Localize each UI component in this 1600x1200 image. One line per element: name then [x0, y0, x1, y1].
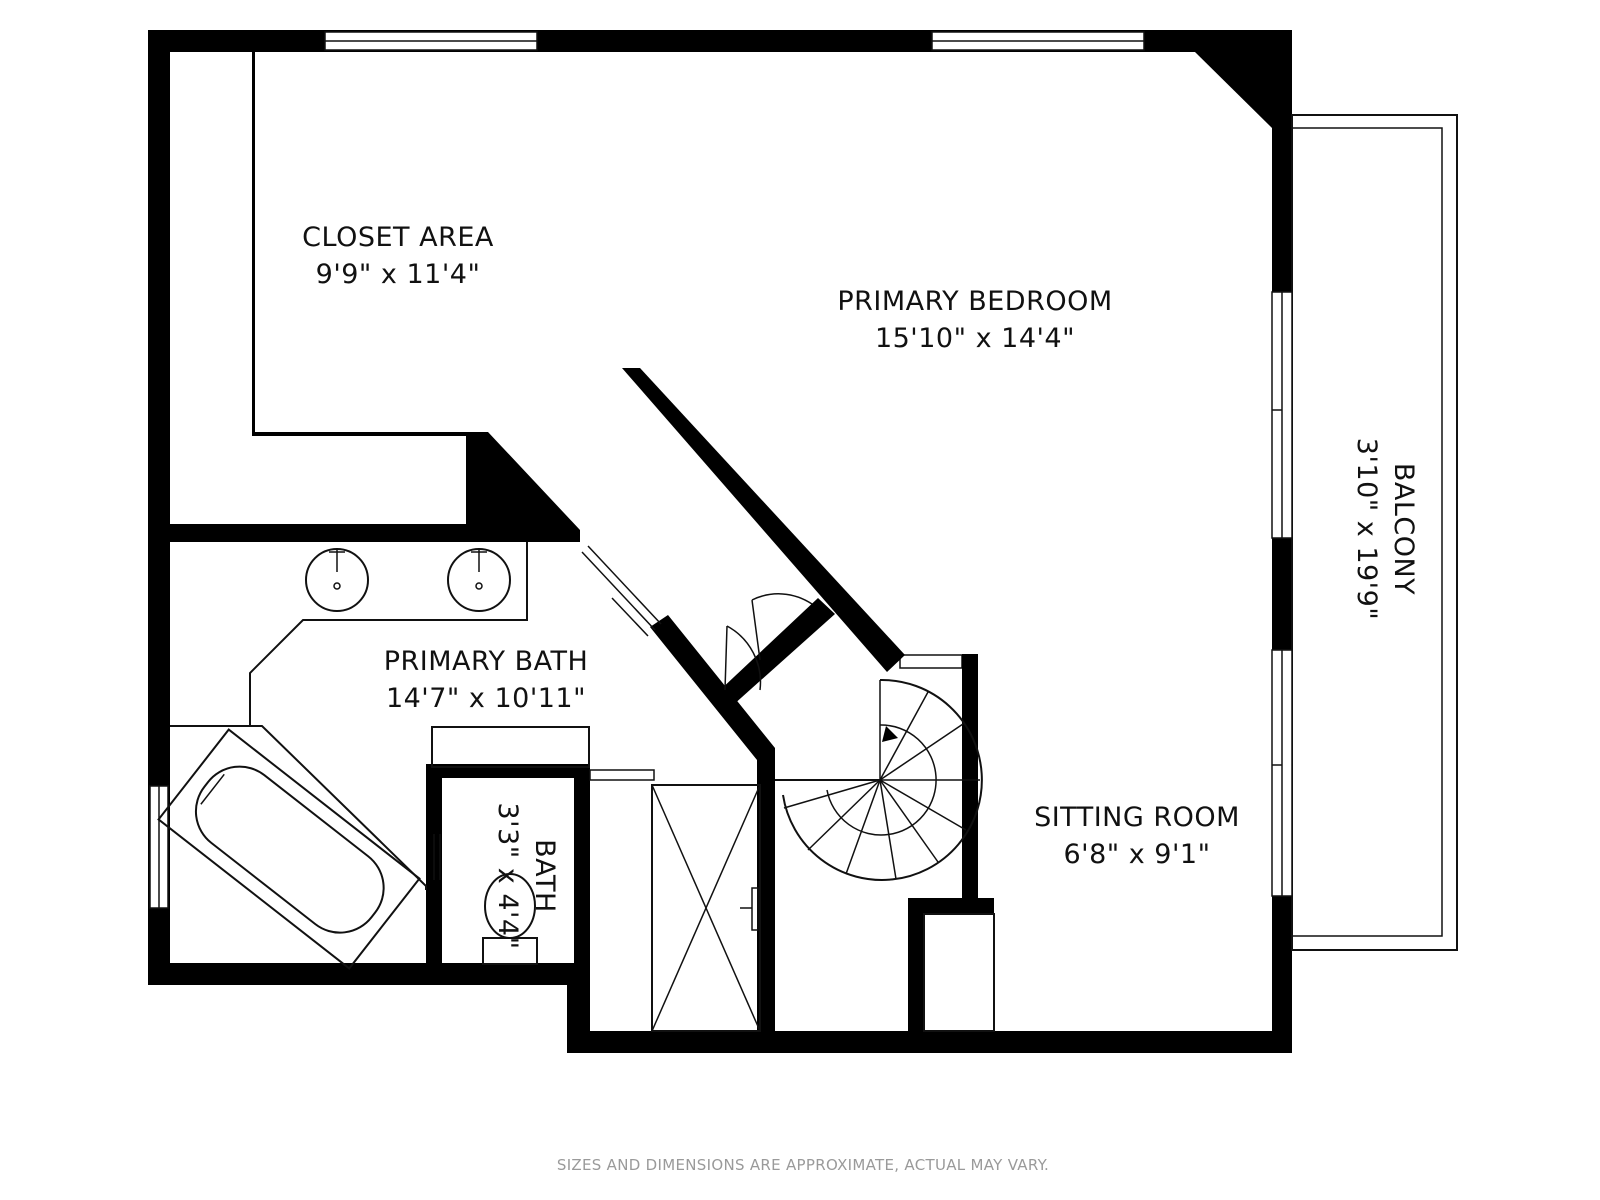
primary-bedroom-dimensions: 15'10" x 14'4" [875, 323, 1075, 354]
shower [651, 784, 761, 1032]
closet-area-name: CLOSET AREA [302, 222, 494, 253]
cabinet [923, 913, 995, 1032]
window-sitting [899, 654, 963, 669]
sitting-room-dimensions: 6'8" x 9'1" [1063, 839, 1210, 870]
disclaimer-text: SIZES AND DIMENSIONS ARE APPROXIMATE, AC… [557, 1156, 1049, 1174]
interior-walls [168, 52, 994, 1034]
sitting-room-name: SITTING ROOM [1034, 802, 1240, 833]
closet-doors [724, 593, 813, 691]
primary-bath-name: PRIMARY BATH [384, 646, 589, 677]
bath-name: BATH [529, 839, 560, 913]
right-wall-openings [1271, 291, 1293, 897]
spiral-stair [775, 678, 983, 881]
stair-arrow-icon [882, 726, 898, 742]
vanity [249, 542, 528, 726]
toilet [482, 873, 538, 965]
bathtub [157, 725, 427, 970]
primary-bath-dimensions: 14'7" x 10'11" [386, 683, 586, 714]
room-labels: CLOSET AREA 9'9" x 11'4" PRIMARY BEDROOM… [302, 222, 1419, 950]
balcony-name: BALCONY [1388, 463, 1419, 595]
bath-door [581, 545, 662, 637]
balcony-dimensions: 3'10" x 19'9" [1351, 438, 1382, 620]
closet-area-dimensions: 9'9" x 11'4" [316, 259, 481, 290]
bath-dimensions: 3'3" x 4'4" [492, 802, 523, 949]
counter [431, 726, 655, 781]
primary-bedroom-name: PRIMARY BEDROOM [837, 286, 1112, 317]
